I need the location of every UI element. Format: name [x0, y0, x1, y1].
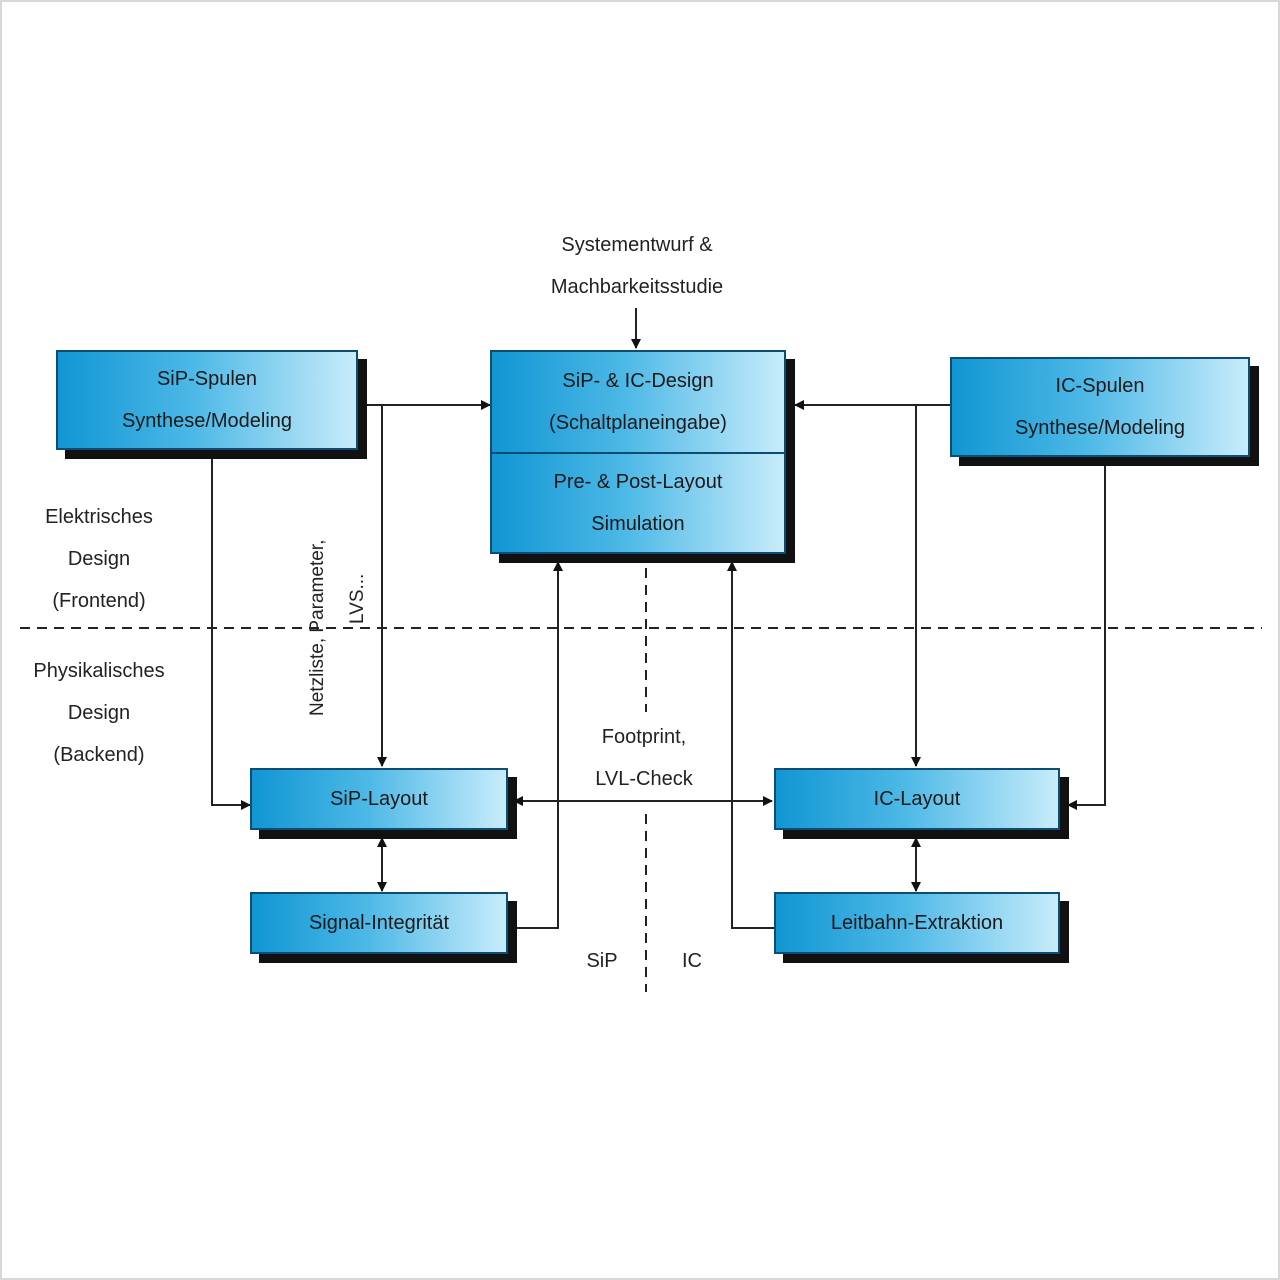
- signal-integritaet-box[interactable]: Signal-Integrität: [250, 892, 508, 954]
- system-input-label: Systementwurf & Machbarkeitsstudie: [550, 234, 724, 298]
- ic-layout-box[interactable]: IC-Layout: [774, 768, 1060, 830]
- arrow-leitbahn-to-simulation: [727, 561, 774, 929]
- footprint-annotation: Footprint, LVL-Check: [595, 726, 693, 790]
- ic-side-label: IC: [682, 950, 702, 972]
- arrow-ic-spulen-to-layout: [1067, 464, 1106, 810]
- design-simulation-box[interactable]: SiP- & IC-Design (Schaltplaneingabe) Pre…: [490, 350, 786, 554]
- frontend-region-label: Elektrisches Design (Frontend): [45, 506, 153, 612]
- ic-spulen-box[interactable]: IC-Spulen Synthese/Modeling: [950, 357, 1250, 457]
- arrow-signal-to-simulation: [516, 561, 563, 929]
- design-section: SiP- & IC-Design (Schaltplaneingabe): [492, 352, 784, 454]
- sip-layout-box[interactable]: SiP-Layout: [250, 768, 508, 830]
- sip-spulen-box[interactable]: SiP-Spulen Synthese/Modeling: [56, 350, 358, 450]
- backend-region-label: Physikalisches Design (Backend): [33, 660, 165, 766]
- leitbahn-extraktion-box[interactable]: Leitbahn-Extraktion: [774, 892, 1060, 954]
- sip-side-label: SiP: [586, 950, 618, 972]
- netzliste-annotation: Netzliste, Parameter, LVS...: [307, 539, 368, 716]
- simulation-section: Pre- & Post-Layout Simulation: [553, 471, 723, 535]
- arrow-sip-spulen-to-layout: [211, 458, 251, 810]
